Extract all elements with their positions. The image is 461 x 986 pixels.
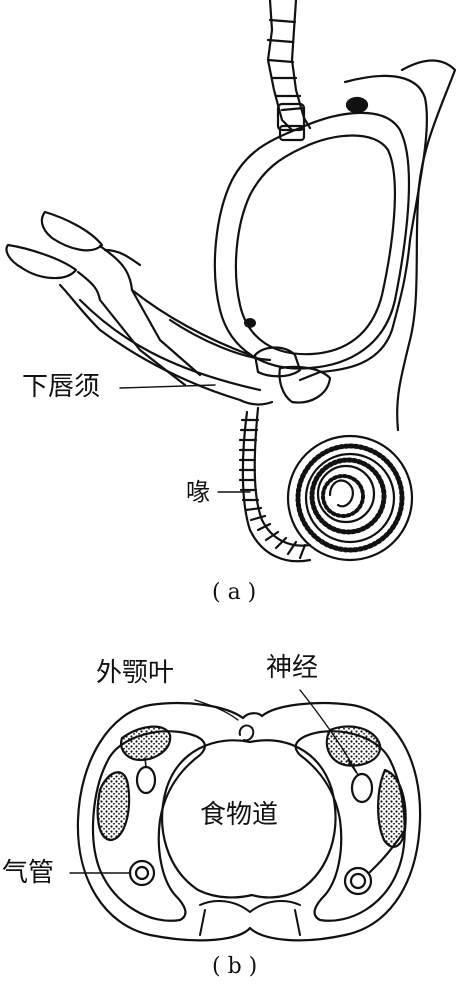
label-nerve: 神经	[266, 653, 319, 683]
muscle-right-upper	[325, 725, 382, 767]
panel-a-drawing	[5, 0, 457, 563]
right-galea-inner	[294, 730, 406, 922]
muscle-left-lower	[96, 771, 131, 842]
leader-nerve	[299, 689, 359, 776]
head-outline	[298, 74, 428, 382]
caption-b: ( b )	[212, 954, 258, 979]
leader-labial-palp	[119, 384, 216, 389]
proboscis-coil	[286, 434, 414, 562]
leader-galea	[194, 699, 239, 721]
nerve-right	[350, 772, 374, 804]
antenna	[266, 0, 312, 142]
compound-eye-inner	[234, 134, 396, 356]
food-canal	[161, 739, 337, 899]
label-labial-palp: 下唇须	[22, 372, 101, 402]
label-galea: 外颚叶	[96, 658, 175, 688]
compound-eye-outer	[213, 111, 411, 370]
ocellus	[345, 96, 369, 114]
label-trachea: 气管	[2, 858, 55, 888]
label-proboscis: 喙	[186, 478, 210, 506]
cross-section-outline	[76, 701, 422, 942]
body-edge	[396, 59, 457, 432]
muscle-left-upper	[120, 725, 172, 762]
proboscis-straight	[238, 406, 312, 563]
label-food-canal: 食物道	[200, 800, 279, 830]
muscle-right-lower	[377, 768, 407, 848]
trachea-left	[128, 859, 156, 887]
left-galea-inner	[91, 730, 206, 922]
mouthpart-base	[238, 346, 332, 406]
labial-palps	[5, 210, 272, 402]
trachea-right	[343, 866, 373, 896]
panel-b-drawing	[69, 689, 422, 942]
nerve-left	[135, 765, 157, 795]
caption-a: ( a )	[212, 580, 257, 605]
